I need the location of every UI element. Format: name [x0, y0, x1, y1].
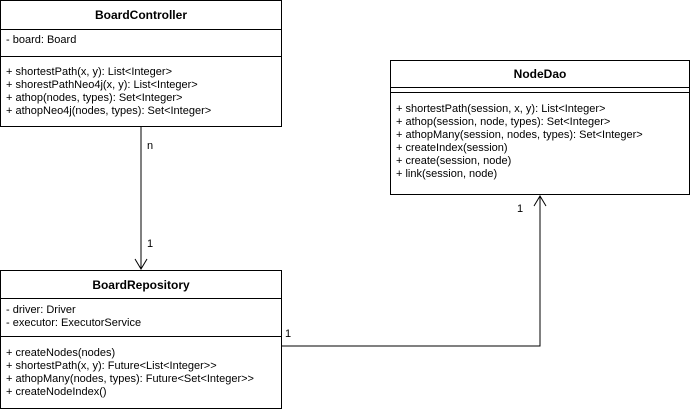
operation: + athopMany(nodes, types): Future<Set<In… [6, 373, 254, 385]
class-board-repository[interactable]: BoardRepository - driver: Driver - execu… [0, 270, 282, 409]
multiplicity-repository-1: 1 [147, 238, 154, 250]
association-repository-dao [282, 196, 541, 347]
attribute: - board: Board [6, 34, 77, 46]
operation: + athopMany(session, nodes, types): Set<… [396, 129, 643, 141]
multiplicity-repository-source-1: 1 [285, 328, 292, 340]
operation: + link(session, node) [396, 168, 498, 180]
attribute: - executor: ExecutorService [6, 317, 142, 329]
operation: + athop(session, node, types): Set<Integ… [396, 116, 611, 128]
operations-section: + shortestPath(x, y): List<Integer> + sh… [1, 57, 281, 118]
attributes-section: - driver: Driver - executor: ExecutorSer… [1, 299, 281, 337]
arrowhead-dao [533, 195, 547, 207]
attributes-section: - board: Board [1, 30, 281, 57]
operation: + shorestPathNeo4j(x, y): List<Integer> [6, 79, 198, 91]
multiplicity-controller-n: n [147, 140, 154, 152]
operation: + create(session, node) [396, 155, 512, 167]
empty-attributes-section [391, 88, 689, 93]
operation: + createIndex(session) [396, 142, 508, 154]
operation: + shortestPath(session, x, y): List<Inte… [396, 103, 606, 115]
attribute: - driver: Driver [6, 304, 76, 316]
operation: + athopNeo4j(nodes, types): Set<Integer> [6, 105, 212, 117]
class-board-controller[interactable]: BoardController - board: Board + shortes… [0, 0, 282, 127]
operation: + createNodes(nodes) [6, 347, 116, 359]
class-name: BoardController [1, 1, 281, 30]
arrowhead-repository [134, 258, 148, 270]
operation: + shortestPath(x, y): Future<List<Intege… [6, 360, 217, 372]
operations-section: + createNodes(nodes) + shortestPath(x, y… [1, 337, 281, 399]
multiplicity-dao-1: 1 [517, 203, 524, 215]
operations-section: + shortestPath(session, x, y): List<Inte… [391, 93, 689, 181]
operation: + createNodeIndex() [6, 386, 107, 398]
class-node-dao[interactable]: NodeDao + shortestPath(session, x, y): L… [390, 60, 690, 195]
class-name: BoardRepository [1, 271, 281, 299]
class-name: NodeDao [391, 61, 689, 88]
operation: + athop(nodes, types): Set<Integer> [6, 92, 183, 104]
operation: + shortestPath(x, y): List<Integer> [6, 66, 172, 78]
